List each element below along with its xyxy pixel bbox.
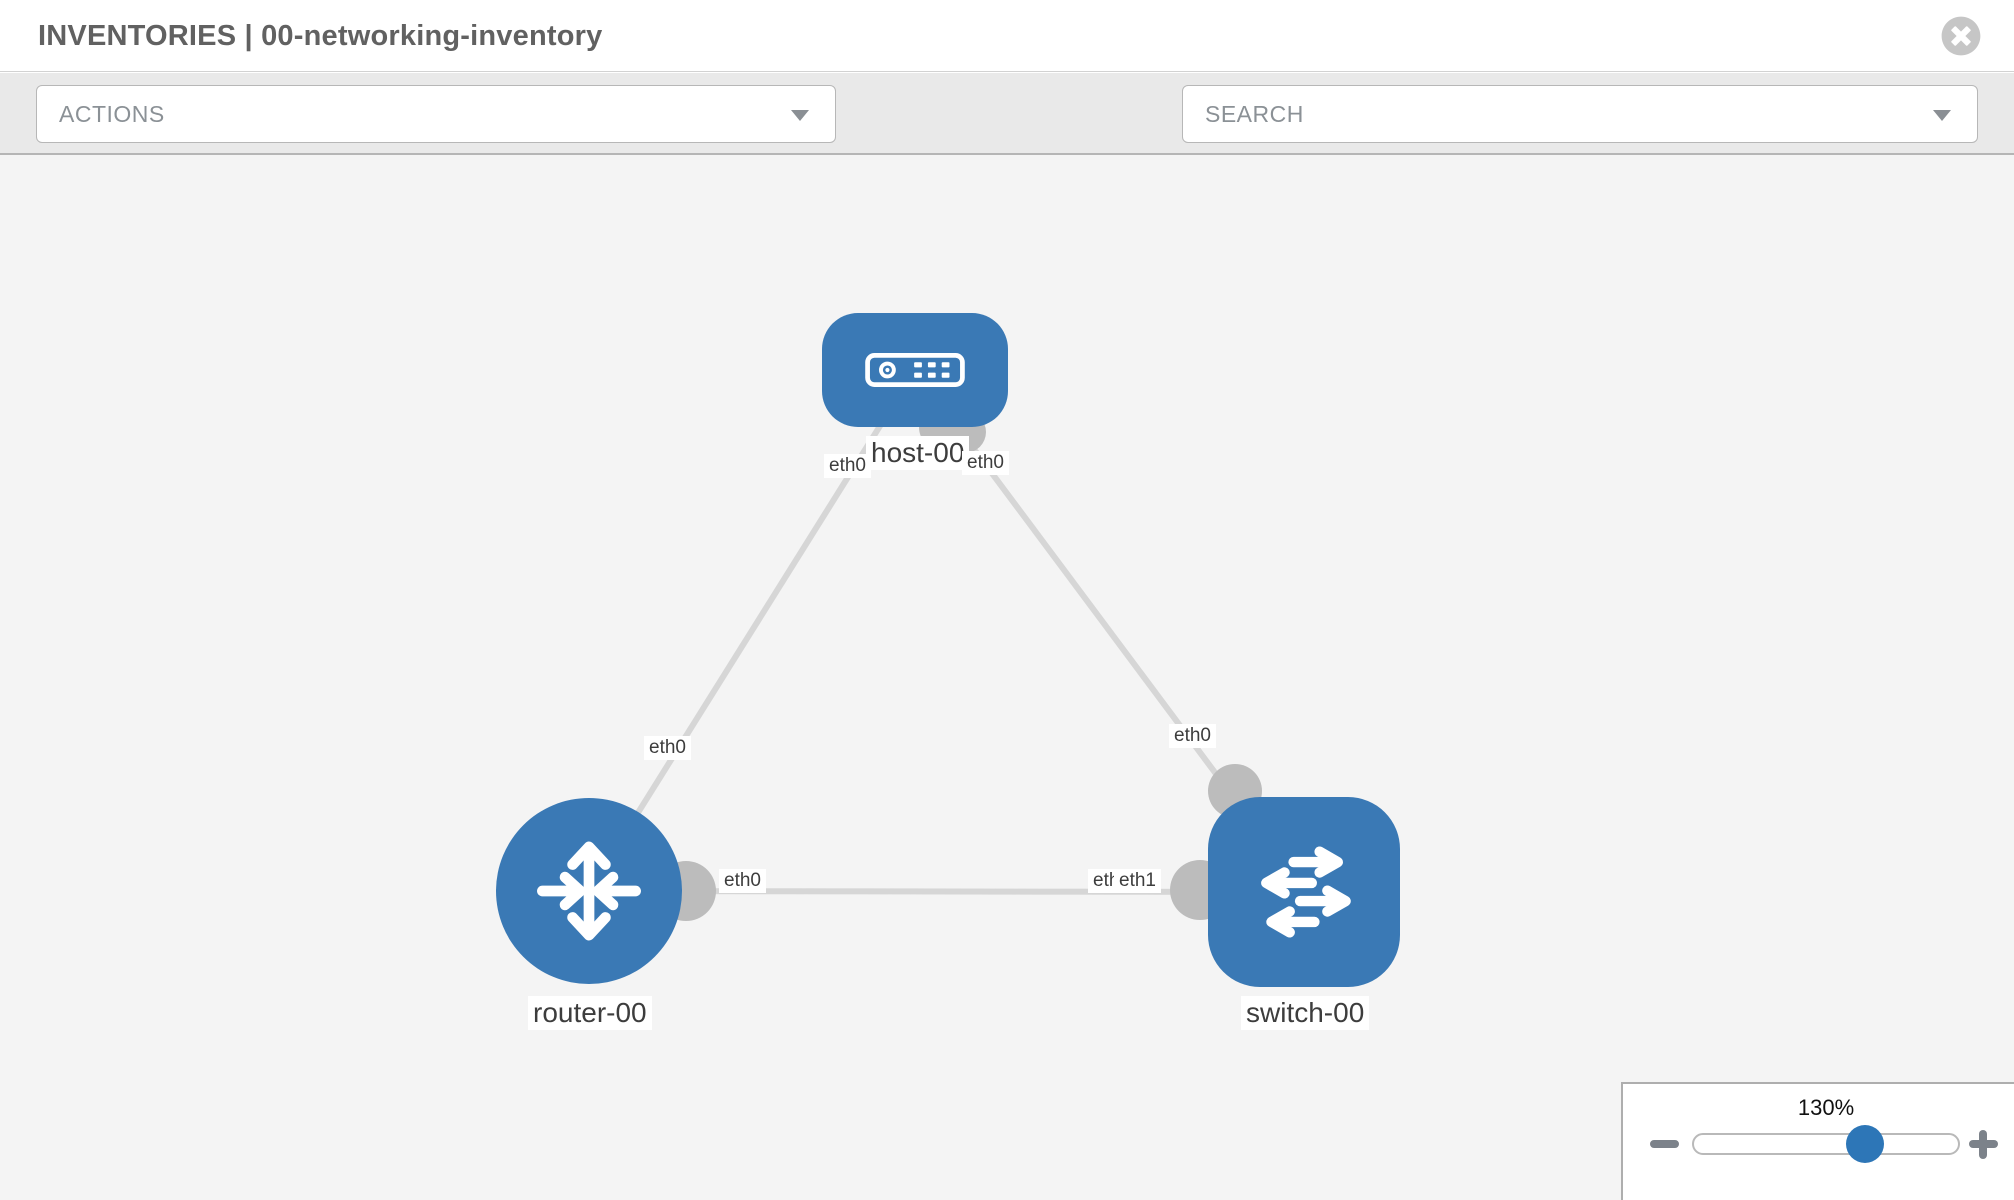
search-input[interactable]: SEARCH (1205, 101, 1304, 127)
chevron-down-icon (1933, 110, 1951, 121)
topology-canvas[interactable]: eth0 host-00 eth0 eth0 eth0 eth0 eth0 et… (0, 155, 2014, 1200)
node-switch-00[interactable] (1208, 797, 1400, 987)
router-arrows-icon (537, 841, 641, 941)
switch-arrows-icon (1261, 846, 1351, 938)
port-label: eth0 (644, 736, 691, 760)
server-icon (865, 352, 965, 388)
zoom-level-value: 130% (1797, 1095, 1855, 1120)
port-label: eth0 (1169, 724, 1216, 748)
actions-dropdown-label: ACTIONS (59, 101, 165, 127)
port-label: eth0 (719, 869, 766, 893)
close-button[interactable] (1941, 16, 1981, 56)
zoom-out-button[interactable] (1650, 1140, 1679, 1148)
node-router-00[interactable] (496, 798, 682, 984)
chevron-down-icon (791, 110, 809, 121)
node-label-host: host-00 (866, 436, 970, 470)
port-label: eth1 (1114, 869, 1161, 893)
header: INVENTORIES | 00-networking-inventory (0, 0, 2014, 72)
zoom-slider[interactable] (1692, 1125, 1960, 1163)
topology-edges (586, 368, 1307, 921)
node-label-switch: switch-00 (1241, 996, 1370, 1030)
zoom-slider-thumb[interactable] (1846, 1125, 1884, 1163)
toolbar: ACTIONS SEARCH (0, 73, 2014, 209)
port-label: eth0 (962, 451, 1009, 475)
search-dropdown[interactable]: SEARCH (1182, 85, 1978, 143)
page-title: INVENTORIES | 00-networking-inventory (38, 20, 603, 52)
zoom-in-button[interactable] (1969, 1130, 1998, 1159)
close-icon (1941, 16, 1981, 56)
node-label-router: router-00 (528, 996, 652, 1030)
node-host-00[interactable] (822, 313, 1008, 427)
port-label: eth0 (824, 454, 871, 478)
actions-dropdown[interactable]: ACTIONS (36, 85, 836, 143)
zoom-panel: 130% (1621, 1082, 2014, 1200)
